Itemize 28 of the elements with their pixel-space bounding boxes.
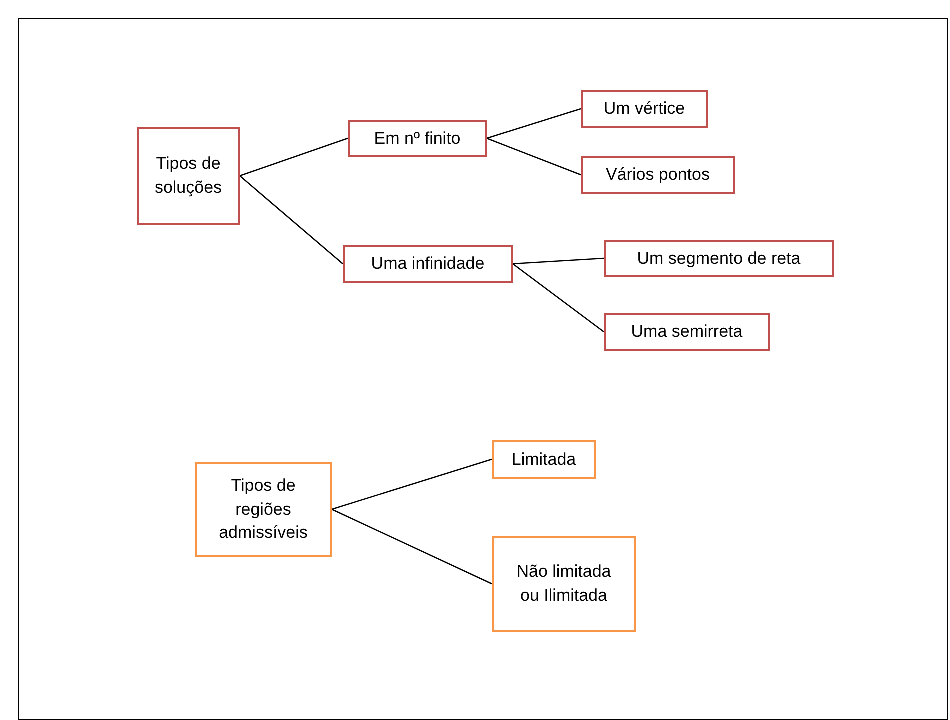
category-box <box>581 90 708 128</box>
category-box <box>343 245 513 283</box>
category-box <box>581 156 735 194</box>
connector-line <box>240 138 348 177</box>
box-label: Uma semirreta <box>631 321 743 344</box>
connector-line <box>486 108 582 140</box>
category-box <box>604 240 834 277</box>
box-label: Limitada <box>512 448 576 471</box>
connector-line <box>240 176 344 264</box>
category-box <box>137 127 240 225</box>
connector-line <box>486 138 582 176</box>
category-box <box>492 440 596 479</box>
box-label: Vários pontos <box>606 164 710 186</box>
category-box <box>195 462 332 557</box>
connector-line <box>512 258 604 265</box>
connector-line <box>332 458 492 510</box>
category-box <box>348 120 487 157</box>
box-label: Tipos de soluções <box>154 153 222 199</box>
connector-line <box>512 263 604 333</box>
category-box <box>604 313 770 351</box>
box-label: Um segmento de reta <box>637 248 801 270</box>
box-label: Tipos de regiões admissíveis <box>218 474 309 544</box>
box-label: Em nº finito <box>374 128 461 150</box>
category-box <box>492 536 636 632</box>
box-label: Uma infinidade <box>371 253 485 276</box>
box-label: Um vértice <box>604 98 686 120</box>
connector-line <box>332 508 492 585</box>
box-label: Não limitada ou Ilimitada <box>516 561 612 607</box>
